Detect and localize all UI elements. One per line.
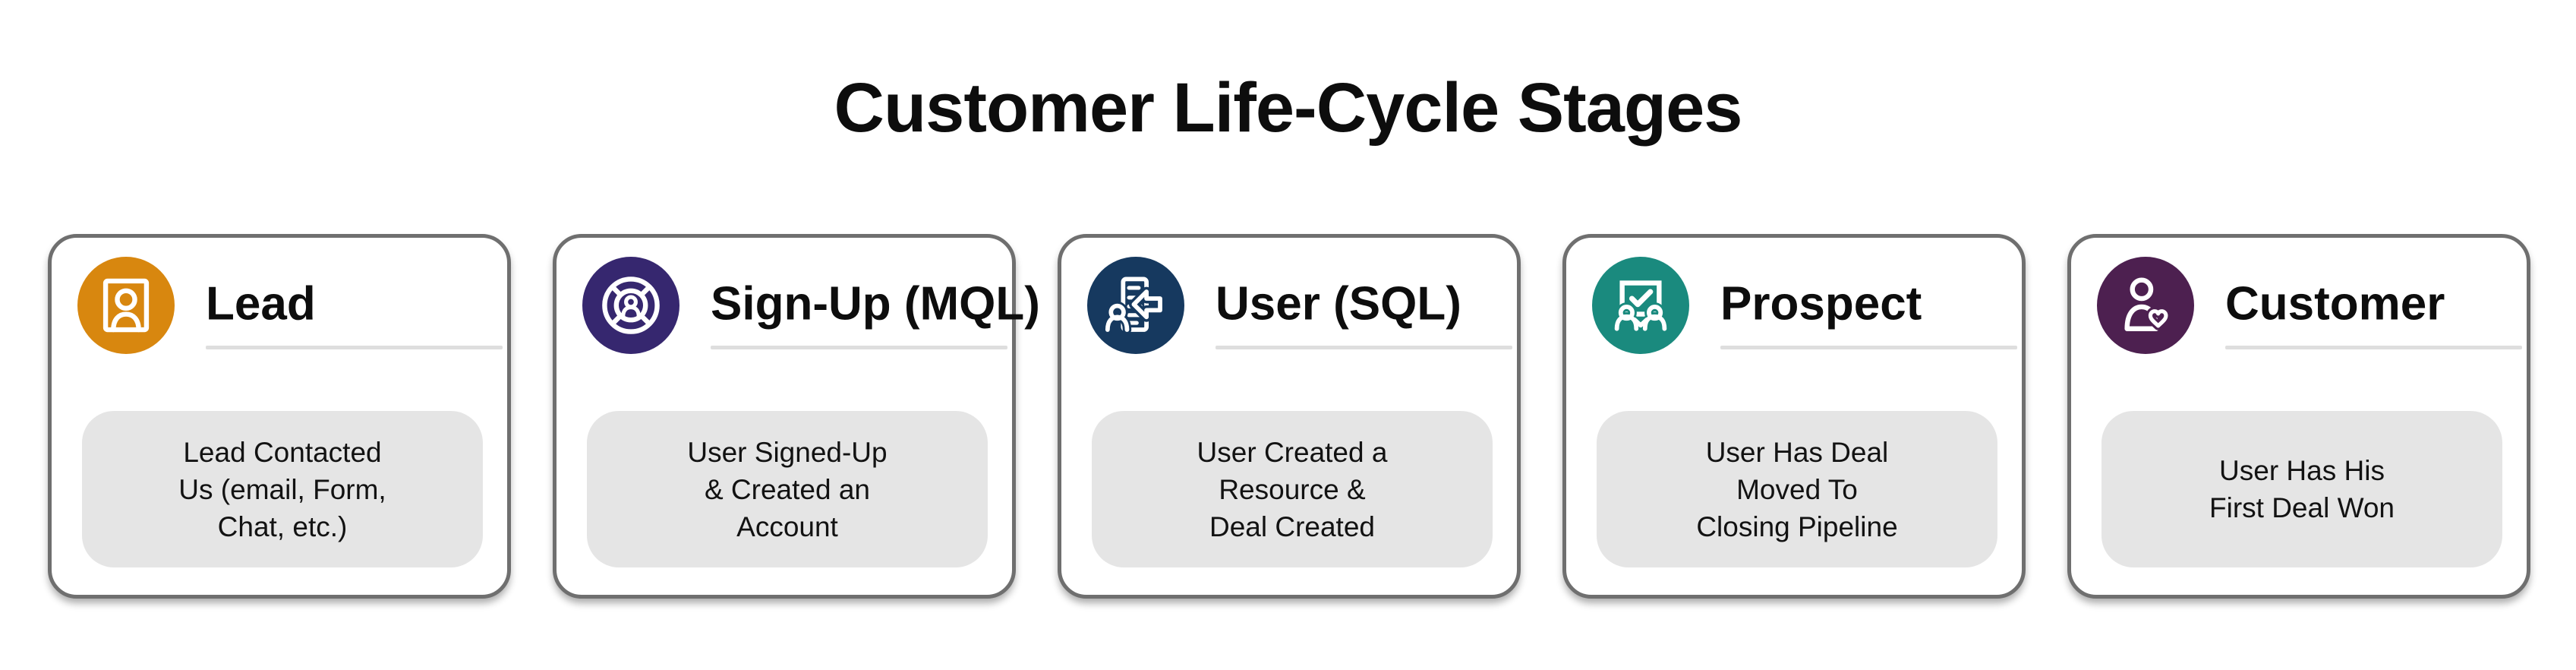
stage-cards-row: Lead Lead Contacted Us (email, Form, Cha… bbox=[48, 234, 2530, 599]
id-badge-user-icon bbox=[102, 278, 150, 333]
title-separator bbox=[711, 346, 1007, 349]
stage-description-box: User Signed-Up & Created an Account bbox=[587, 411, 988, 567]
stage-description-box: User Has Deal Moved To Closing Pipeline bbox=[1597, 411, 1997, 567]
stage-title: User (SQL) bbox=[1215, 277, 1461, 330]
stage-title: Lead bbox=[206, 277, 316, 330]
title-separator bbox=[1720, 346, 2017, 349]
stage-card-signup-mql: Sign-Up (MQL) User Signed-Up & Created a… bbox=[553, 234, 1040, 599]
stage-description-box: User Has His First Deal Won bbox=[2101, 411, 2502, 567]
user-icon-circle bbox=[1087, 257, 1184, 354]
stage-title: Sign-Up (MQL) bbox=[711, 277, 1040, 330]
lead-icon-circle bbox=[77, 257, 175, 354]
customer-icon-circle bbox=[2097, 257, 2194, 354]
stage-description: Lead Contacted Us (email, Form, Chat, et… bbox=[178, 436, 386, 542]
stage-description: User Has Deal Moved To Closing Pipeline bbox=[1696, 436, 1898, 542]
title-separator bbox=[2225, 346, 2522, 349]
page-title: Customer Life-Cycle Stages bbox=[834, 69, 1743, 147]
stage-description: User Created a Resource & Deal Created bbox=[1197, 436, 1388, 542]
stage-description-box: User Created a Resource & Deal Created bbox=[1092, 411, 1493, 567]
stage-description-box: Lead Contacted Us (email, Form, Chat, et… bbox=[82, 411, 483, 567]
title-separator bbox=[1215, 346, 1512, 349]
stage-card-customer: Customer User Has His First Deal Won bbox=[2067, 234, 2530, 599]
user-heart-icon bbox=[2124, 277, 2171, 331]
target-user-icon bbox=[602, 277, 660, 334]
stage-description: User Signed-Up & Created an Account bbox=[687, 436, 888, 542]
stage-card-lead: Lead Lead Contacted Us (email, Form, Cha… bbox=[48, 234, 511, 599]
stage-card-prospect: Prospect User Has Deal Moved To Closing … bbox=[1562, 234, 2026, 599]
deal-check-people-icon bbox=[1612, 280, 1670, 333]
stage-title: Customer bbox=[2225, 277, 2445, 330]
prospect-icon-circle bbox=[1592, 257, 1689, 354]
document-transfer-user-icon bbox=[1105, 277, 1165, 334]
stage-title: Prospect bbox=[1720, 277, 1922, 330]
stage-description: User Has His First Deal Won bbox=[2209, 455, 2395, 523]
stage-card-user-sql: User (SQL) User Created a Resource & Dea… bbox=[1058, 234, 1521, 599]
title-separator bbox=[206, 346, 503, 349]
signup-icon-circle bbox=[582, 257, 679, 354]
